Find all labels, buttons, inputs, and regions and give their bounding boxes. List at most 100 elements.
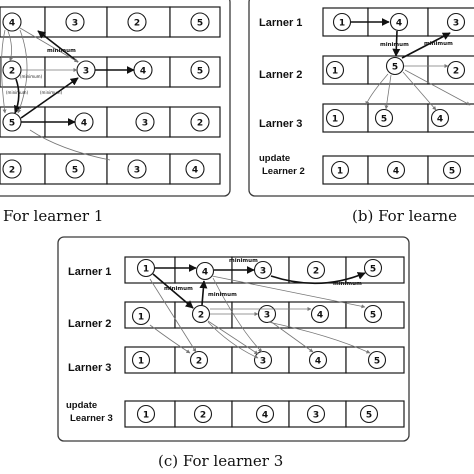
panel-b: Larner 1 Larner 2 Larner 3 update Learne… [248,0,474,197]
arrow [270,272,366,285]
node-label: 4 [317,311,323,321]
panel-c-arrows: minimum minimum minimum minimum [149,258,371,359]
arrow [7,30,13,62]
node: 5 [367,350,387,370]
panel-b-row-1: 1 4 3 [322,7,474,37]
node-label: 5 [72,166,78,176]
minimum-note: (minimum) [20,74,43,79]
arrow [401,32,451,59]
node-label: 3 [260,267,266,277]
node-label: 5 [392,63,398,73]
panel-a-row-4: 2 5 3 4 [0,153,221,185]
row-label: update [66,400,97,411]
cell [44,56,108,88]
arrow [199,280,208,306]
node-label: 4 [315,357,321,367]
node: 2 [191,304,211,324]
node: 5 [190,60,210,80]
node-label: 4 [262,411,268,421]
node: 1 [136,258,156,278]
node-label: 3 [313,411,319,421]
node: 4 [74,112,94,132]
node: 4 [310,304,330,324]
arrow [37,30,79,63]
node: 1 [136,404,156,424]
caption-c: (c) For learner 3 [158,452,283,470]
node-label: 3 [134,166,140,176]
caption-a: For learner 1 [3,207,103,225]
panel-c: Larner 1 Larner 2 Larner 3 update Learne… [57,236,410,442]
arrow [29,129,111,161]
node: 5 [2,112,22,132]
node: 4 [430,108,450,128]
panel-c-row-1: 1 4 3 2 5 [124,256,405,284]
panel-c-row-2: 1 2 3 4 5 [124,301,405,329]
arrow [212,277,263,353]
node: 2 [193,404,213,424]
minimum-label: minimum [333,281,362,287]
node-label: 4 [393,167,399,177]
row-label: Larner 1 [259,17,302,29]
node-label: 1 [332,67,338,77]
node: 4 [133,60,153,80]
node-label: 5 [197,67,203,77]
arrow [149,324,191,354]
node: 3 [446,12,466,32]
node-label: 1 [138,357,144,367]
node-label: 3 [260,357,266,367]
minimum-label: minimum [208,292,237,298]
row-label: Larner 3 [68,362,111,374]
node: 3 [257,304,277,324]
node: 3 [127,159,147,179]
node: 2 [446,60,466,80]
node: 2 [306,260,326,280]
arrow [20,77,79,119]
arrow [269,320,314,353]
node: 2 [2,60,22,80]
node-label: 3 [453,19,459,29]
arrow [207,320,259,355]
minimum-label: minimum [380,42,409,48]
row-label: Larner 1 [68,266,111,278]
minimum-note: (minimum) [40,90,63,95]
node: 3 [306,404,326,424]
cell [106,106,171,138]
node-label: 3 [83,67,89,77]
node: 3 [135,112,155,132]
node: 3 [253,350,273,370]
panel-a-frame [0,0,231,197]
row-label: Learner 3 [70,413,113,424]
node: 4 [195,261,215,281]
node-label: 5 [366,411,372,421]
row-label: Larner 2 [68,318,111,330]
node: 4 [308,350,328,370]
row-label: Learner 2 [262,166,305,177]
node: 4 [389,12,409,32]
node-label: 4 [81,119,87,129]
panel-b-row-4: 1 4 5 [322,155,474,185]
row-label: update [259,153,290,164]
node-label: 5 [381,115,387,125]
node-label: 5 [370,265,376,275]
panel-b-arrows: minimum minimum [351,18,471,111]
arrow [14,78,22,114]
node-label: 1 [138,313,144,323]
node-label: 1 [143,265,149,275]
node-label: 3 [264,311,270,321]
node: 4 [255,404,275,424]
panel-c-row-3: 1 2 3 4 5 [124,346,405,374]
row-label: Larner 2 [259,69,302,81]
node-label: 2 [9,67,15,77]
node: 5 [363,304,383,324]
node-label: 1 [332,115,338,125]
arrow [392,30,401,57]
node: 2 [189,350,209,370]
node-label: 4 [140,67,146,77]
arrow [384,74,392,110]
panel-c-frame [57,236,410,442]
node-label: 1 [143,411,149,421]
node-label: 2 [9,166,15,176]
arrow [1,29,7,114]
node: 3 [253,260,273,280]
